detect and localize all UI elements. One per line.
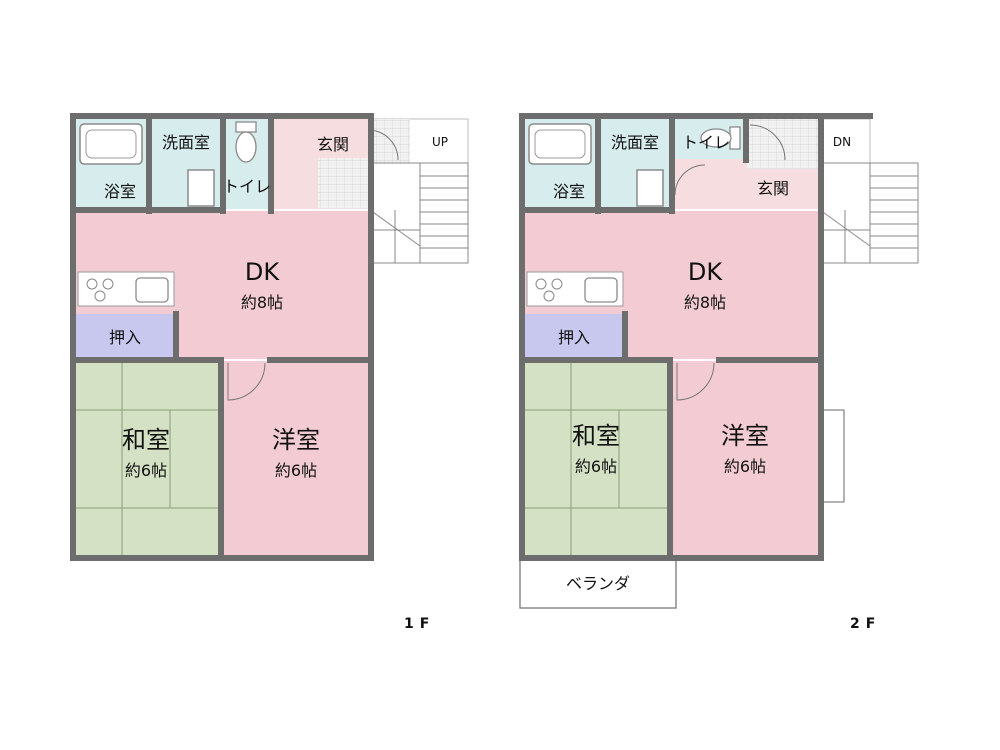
washbasin-icon [187, 169, 215, 207]
washitsu-name-1f: 和室 [122, 426, 170, 454]
oshiire-1f [76, 314, 174, 359]
dk-name-1f: DK [245, 258, 280, 286]
washitsu-name-2f: 和室 [572, 422, 620, 450]
dk-size-2f: 約8帖 [684, 293, 726, 312]
entrance-tile-1f [318, 158, 368, 209]
washitsu-1f [76, 361, 220, 555]
washitsu-2f [525, 361, 669, 555]
washitsu-size-1f: 約6帖 [125, 461, 167, 480]
washbasin-icon-2f [636, 169, 664, 207]
toilet-bowl-icon [235, 121, 257, 163]
stove-icon [86, 278, 114, 302]
kitchen-sink-icon [135, 277, 169, 303]
entrance-label-1f: 玄関 [317, 135, 349, 154]
washroom-label-2f: 洗面室 [611, 133, 659, 152]
toilet-label-1f: トイレ [223, 177, 271, 196]
walls-1f [70, 113, 374, 561]
stair-down-label: DN [833, 135, 851, 149]
walls-2f [519, 113, 873, 561]
door-swing-1f [227, 362, 266, 401]
washroom-label-1f: 洗面室 [162, 133, 210, 152]
staircase-1f [369, 162, 469, 264]
bath-label-1f: 浴室 [104, 182, 136, 201]
washitsu-size-2f: 約6帖 [575, 457, 617, 476]
yoshitsu-name-1f: 洋室 [272, 426, 320, 454]
stair-up-label: UP [432, 135, 448, 149]
toilet-label-2f: トイレ [682, 133, 730, 152]
door-swing-2f [676, 362, 715, 401]
veranda-2f [519, 557, 677, 609]
bathtub-icon [79, 123, 143, 165]
yoshitsu-2f [671, 361, 818, 555]
oshiire-label-1f: 押入 [109, 328, 141, 347]
oshiire-2f [525, 314, 623, 359]
floor-2-plan: 浴室 洗面室 トイレ 玄関 DN DK 約8帖 押入 和室 約6帖 洋室 約6帖… [519, 113, 919, 632]
yoshitsu-size-1f: 約6帖 [275, 461, 317, 480]
stair-landing-tile-1f [370, 119, 410, 163]
yoshitsu-1f [222, 361, 368, 555]
stove-icon-2f [535, 278, 563, 302]
floor-1-plan: 浴室 洗面室 トイレ 玄関 UP DK 約8帖 押入 和室 約6帖 洋室 約6帖… [70, 113, 469, 632]
floor-label-1f: 1F [404, 616, 435, 632]
toilet-bowl-icon-2f [700, 126, 741, 150]
bath-label-2f: 浴室 [553, 182, 585, 201]
floor-label-2f: 2F [850, 616, 881, 632]
entrance-label-2f: 玄関 [757, 179, 789, 198]
staircase-2f [819, 162, 919, 264]
oshiire-label-2f: 押入 [558, 328, 590, 347]
veranda-label-2f: ベランダ [566, 574, 630, 593]
bathtub-icon-2f [528, 123, 592, 165]
yoshitsu-size-2f: 約6帖 [724, 457, 766, 476]
entrance-tile-2f [747, 119, 818, 169]
dk-name-2f: DK [688, 258, 723, 286]
yoshitsu-name-2f: 洋室 [721, 422, 769, 450]
dk-size-1f: 約8帖 [241, 293, 283, 312]
kitchen-sink-icon-2f [584, 277, 618, 303]
